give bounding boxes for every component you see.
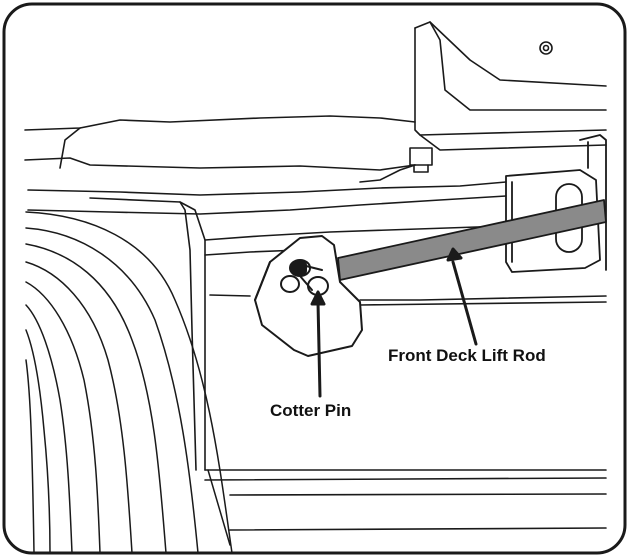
cotter-pin <box>280 259 329 296</box>
fender-panel <box>89 197 206 471</box>
front-deck-lift-rod <box>337 199 607 281</box>
cotter-pin-label: Cotter Pin <box>270 401 352 420</box>
cotter-pin-leader-arrow <box>310 290 326 398</box>
lift-rod-label: Front Deck Lift Rod <box>388 346 546 365</box>
mower-body <box>24 21 607 183</box>
lift-rod-leader-arrow <box>446 247 478 346</box>
front-bracket <box>254 235 363 357</box>
front-tire <box>25 211 233 554</box>
